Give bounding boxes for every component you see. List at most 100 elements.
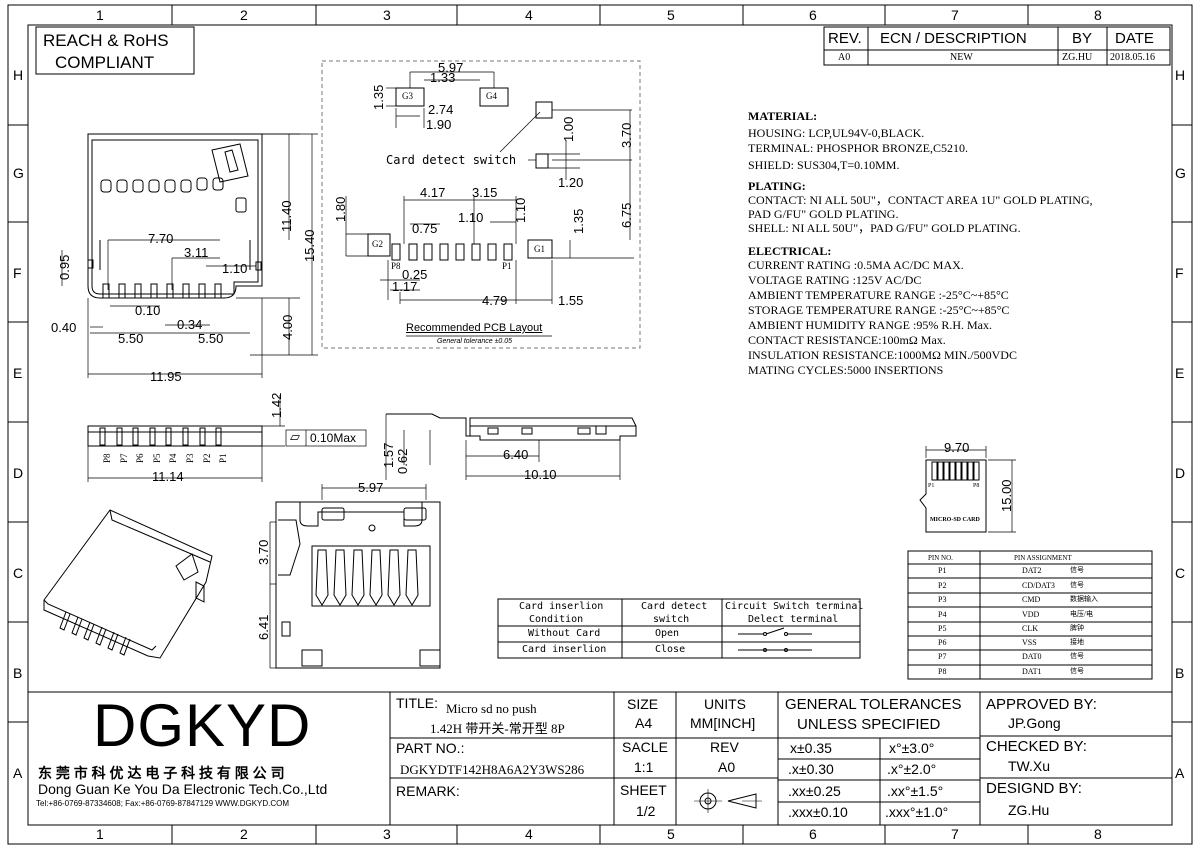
dim-label: 3.70 — [256, 539, 271, 565]
switch-header: Card detect — [641, 601, 708, 612]
col-label: 6 — [809, 7, 817, 23]
part-no-value: DGKYDTF142H8A6A2Y3WS286 — [400, 762, 585, 777]
col-label: 1 — [96, 7, 104, 23]
approved-label: APPROVED BY: — [986, 696, 1097, 713]
tolerance-angular: .xx°±1.5° — [887, 783, 944, 799]
pcb-dim: 3.15 — [472, 185, 498, 200]
spec-line: CURRENT RATING :0.5MA AC/DC MAX. — [748, 258, 964, 272]
pcb-dim: 2.74 — [428, 102, 454, 117]
dim-label: 9.70 — [944, 440, 970, 455]
dim-label: 15.00 — [999, 479, 1014, 512]
col-label: 3 — [383, 7, 391, 23]
pcb-dim: 1.00 — [561, 116, 576, 142]
designed-label: DESIGND BY: — [986, 780, 1082, 797]
row-label: G — [13, 165, 24, 181]
dim-label: 5.50 — [118, 331, 144, 346]
switch-condition: Card inserlion — [522, 644, 607, 655]
pin-no: P5 — [938, 624, 947, 633]
pcb-dim: 4.17 — [420, 185, 446, 200]
sheet-value: 1/2 — [636, 803, 656, 819]
row-label: A — [13, 765, 23, 781]
pcb-dim: 1.33 — [430, 70, 456, 85]
col-label: 5 — [667, 826, 675, 842]
tolerance-angular: .x°±2.0° — [887, 761, 937, 777]
pcb-dim: 1.17 — [392, 279, 418, 294]
col-label: 3 — [383, 826, 391, 842]
pin-label: P1 — [218, 453, 228, 463]
pin-label: P7 — [119, 453, 129, 463]
col-label: 4 — [525, 826, 533, 842]
spec-line: STORAGE TEMPERATURE RANGE :-25°C~+85°C — [748, 303, 1010, 317]
pin-desc: 信号 — [1070, 667, 1084, 675]
dim-label: 6.40 — [503, 447, 529, 462]
pin-signal: CMD — [1022, 595, 1041, 604]
spec-line: SHELL: NI ALL 50U"，PAD G/FU" GOLD PLATIN… — [748, 221, 1021, 235]
pin-desc: 信号 — [1070, 566, 1084, 574]
dim-label: 0.34 — [177, 317, 203, 332]
pcb-layout-title: Recommended PCB Layout — [406, 322, 543, 334]
row-label: G — [1175, 165, 1186, 181]
row-label: H — [13, 67, 24, 83]
title-line2: 1.42H 带开关-常开型 8P — [430, 721, 565, 736]
pin-label: P6 — [135, 453, 145, 463]
pcb-dim: 4.79 — [482, 293, 508, 308]
dim-label: 5.97 — [358, 480, 384, 495]
pcb-dim: 1.35 — [571, 208, 586, 234]
card-pin-left: P1 — [928, 483, 935, 489]
dim-label: 1.10 — [222, 261, 248, 276]
switch-header: Card inserlion — [519, 601, 604, 612]
row-label: E — [13, 365, 23, 381]
col-label: 7 — [951, 7, 959, 23]
spec-line: CONTACT: NI ALL 50U"，CONTACT AREA 1U" GO… — [748, 193, 1093, 207]
by-value: ZG.HU — [1062, 52, 1093, 63]
dim-label: 11.14 — [152, 469, 184, 484]
tolerance-linear: .xxx±0.10 — [788, 804, 848, 820]
pcb-dim: 0.25 — [402, 267, 428, 282]
pin-table-header: PIN ASSIGNMENT — [1014, 554, 1072, 562]
pcb-layout-frame — [321, 60, 641, 349]
dim-label: 15.40 — [302, 229, 317, 262]
pin-no: P2 — [938, 581, 947, 590]
size-label: SIZE — [627, 696, 659, 712]
flatness-symbol: ⏥ — [290, 429, 300, 444]
tolerance-linear: .x±0.30 — [788, 761, 834, 777]
pcb-dim: 1.55 — [558, 293, 584, 308]
part-no-label: PART NO.: — [396, 740, 465, 756]
row-label: D — [13, 465, 24, 481]
units-value: MM[INCH] — [690, 715, 756, 731]
ecn-header: ECN / DESCRIPTION — [880, 30, 1027, 47]
col-label: 2 — [240, 7, 248, 23]
pcb-dim: 6.75 — [619, 202, 634, 228]
spec-line: CONTACT RESISTANCE:100mΩ Max. — [748, 333, 946, 347]
pin-desc: 信号 — [1070, 581, 1084, 589]
row-label: F — [13, 265, 22, 281]
remark-label: REMARK: — [396, 783, 460, 799]
pin-signal: DAT1 — [1022, 667, 1042, 676]
pin-no: P7 — [938, 652, 947, 661]
scale-value: 1:1 — [634, 759, 654, 775]
pin-no: P1 — [938, 566, 947, 575]
pin-signal: DAT0 — [1022, 652, 1042, 661]
pcb-dim: 1.90 — [426, 117, 452, 132]
rev-value: A0 — [718, 759, 736, 775]
dim-label: 3.11 — [184, 245, 209, 260]
company-logo: DGKYD — [93, 692, 312, 759]
col-label: 8 — [1094, 7, 1102, 23]
spec-line: AMBIENT HUMIDITY RANGE :95% R.H. Max. — [748, 318, 992, 332]
dim-label: 0.95 — [57, 254, 72, 280]
col-label: 8 — [1094, 826, 1102, 842]
spec-line: INSULATION RESISTANCE:1000MΩ MIN./500VDC — [748, 348, 1017, 362]
row-label: E — [1175, 365, 1185, 381]
switch-condition: Without Card — [528, 628, 601, 639]
iso-view — [43, 509, 213, 659]
pin-desc: 电压/电 — [1070, 610, 1093, 618]
col-label: 2 — [240, 826, 248, 842]
pin-no: P4 — [938, 610, 947, 619]
row-label: B — [13, 665, 23, 681]
pad-label: P1 — [502, 261, 512, 271]
side-view — [385, 413, 637, 480]
pcb-dim: 5.97 — [438, 60, 464, 75]
dim-label: 11.40 — [279, 200, 294, 232]
col-label: 5 — [667, 7, 675, 23]
pin-label: P5 — [152, 453, 162, 463]
